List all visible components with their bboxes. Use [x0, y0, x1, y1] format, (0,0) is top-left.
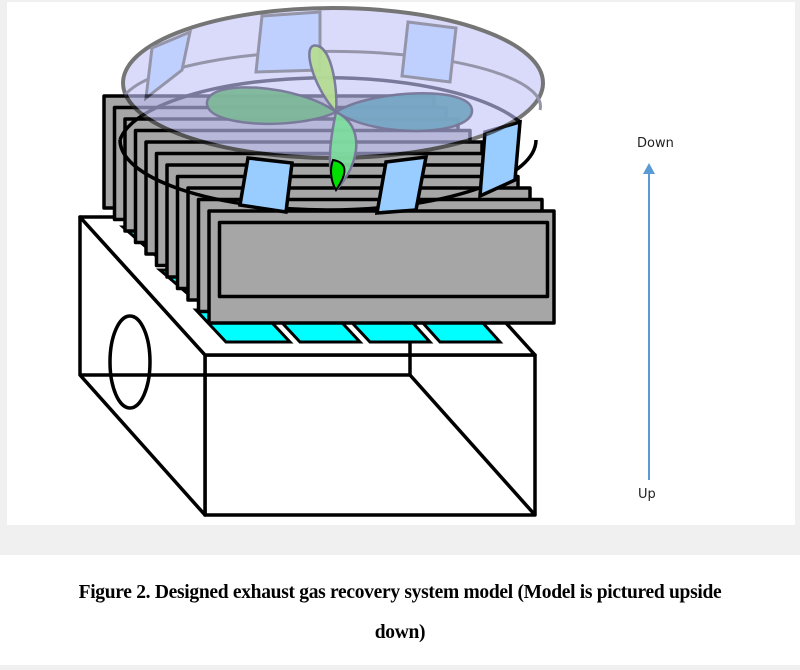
box-right-diagonal-edge: [408, 373, 537, 517]
caption-line-1: Figure 2. Designed exhaust gas recovery …: [78, 582, 722, 603]
figure-panel: Down Up: [7, 2, 795, 525]
caption-area: Figure 2. Designed exhaust gas recovery …: [0, 555, 800, 665]
figure-caption: Figure 2. Designed exhaust gas recovery …: [0, 573, 800, 653]
housing-top-panel: [400, 20, 458, 84]
arrow-head-icon: [643, 163, 655, 174]
housing-top-panel: [144, 29, 193, 102]
system-diagram: [78, 6, 655, 517]
housing-panel: [374, 154, 429, 215]
fan-blade: [333, 92, 474, 133]
housing-panel: [237, 156, 294, 215]
label-up: Up: [638, 487, 656, 502]
caption-line-2: down): [374, 622, 426, 643]
fan-blade: [205, 86, 339, 125]
fan-blade: [308, 44, 338, 115]
fan-blade-tip: [330, 158, 346, 192]
direction-arrow: [643, 163, 655, 480]
fan: [205, 44, 474, 193]
heat-sink-fin: [217, 220, 550, 299]
exhaust-inlet-icon: [108, 314, 152, 410]
label-down: Down: [637, 136, 674, 151]
box-front-face: [203, 353, 537, 517]
